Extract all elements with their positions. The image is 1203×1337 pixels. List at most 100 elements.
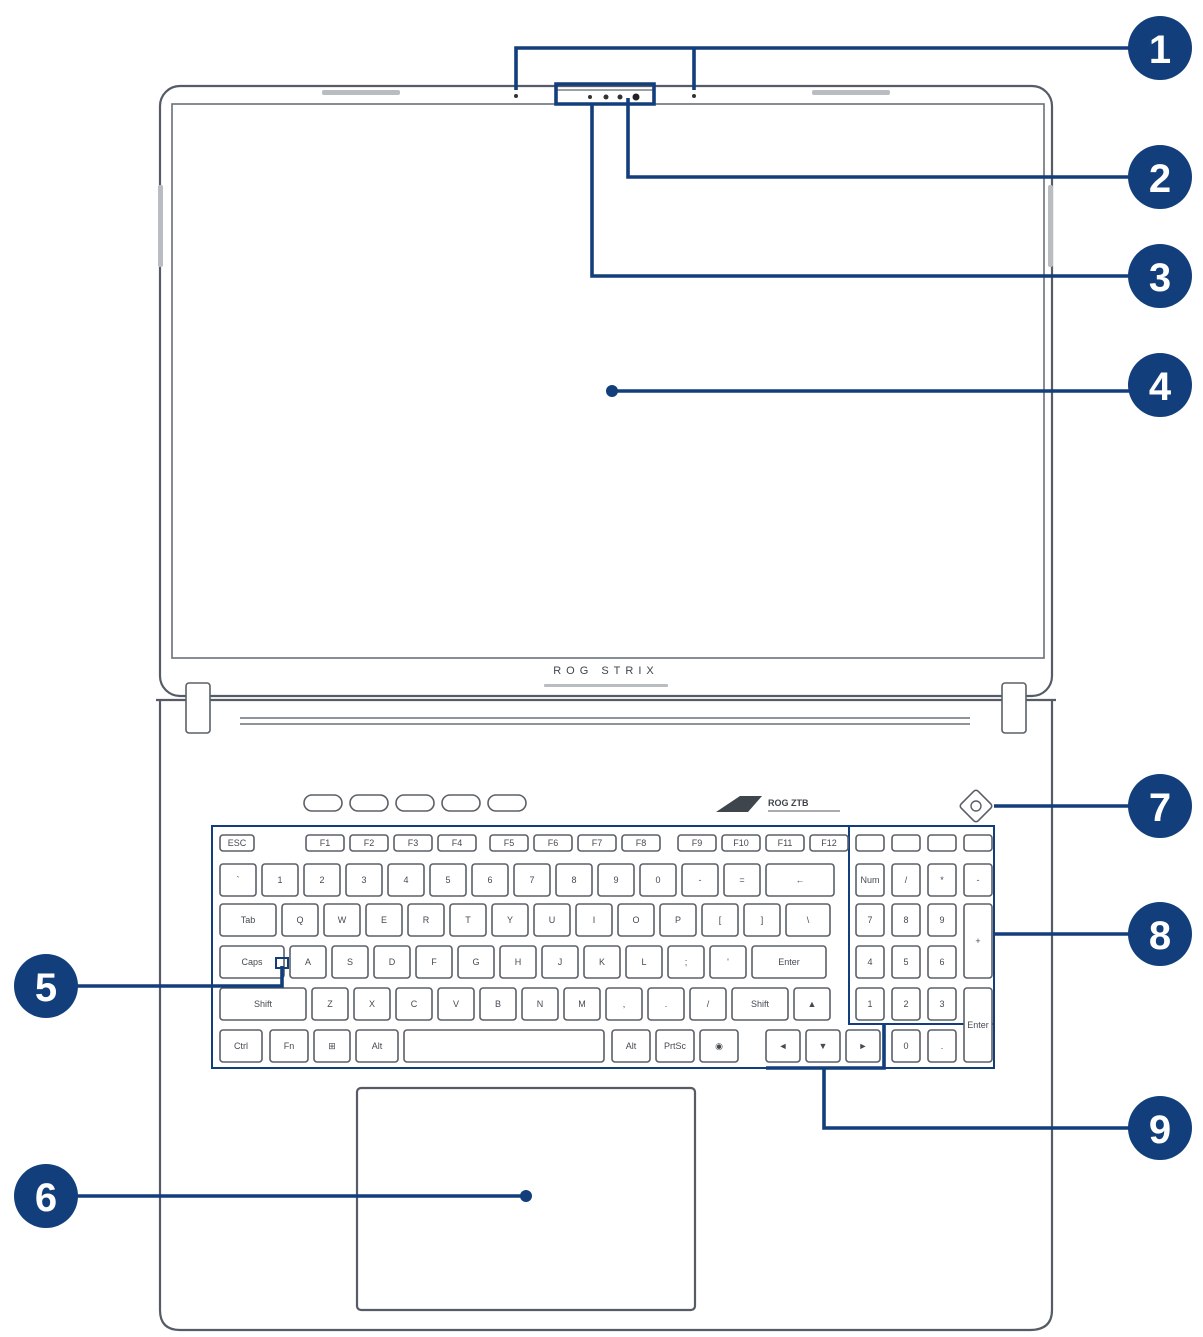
key-esc[interactable]: ESC — [220, 835, 254, 851]
key-p-q10[interactable]: P — [660, 904, 696, 936]
key-sym-0[interactable]: ` — [220, 864, 256, 896]
key-sym-12[interactable]: = — [724, 864, 760, 896]
numpad-key-10[interactable]: 6 — [928, 946, 956, 978]
key-l-h9[interactable]: L — [626, 946, 662, 978]
key-v-s4[interactable]: V — [438, 988, 474, 1020]
numpad-fn-key-1[interactable] — [892, 835, 920, 851]
numpad-key-2[interactable]: * — [928, 864, 956, 896]
key-f4[interactable]: F4 — [438, 835, 476, 851]
power-button[interactable] — [959, 789, 993, 823]
key-e-q3[interactable]: E — [366, 904, 402, 936]
key-sym-h10[interactable]: ; — [668, 946, 704, 978]
key-sym-q12[interactable]: ] — [744, 904, 780, 936]
numpad-key-enter[interactable]: Enter — [964, 988, 992, 1062]
key-f9[interactable]: F9 — [678, 835, 716, 851]
key-f6[interactable]: F6 — [534, 835, 572, 851]
key-y-q6[interactable]: Y — [492, 904, 528, 936]
key-1-1[interactable]: 1 — [262, 864, 298, 896]
key-m-s7[interactable]: M — [564, 988, 600, 1020]
key-f8[interactable]: F8 — [622, 835, 660, 851]
key-f11[interactable]: F11 — [766, 835, 804, 851]
key-f7[interactable]: F7 — [578, 835, 616, 851]
key-z-s1[interactable]: Z — [312, 988, 348, 1020]
key-alt-b3[interactable]: Alt — [356, 1030, 398, 1062]
key-c-s3[interactable]: C — [396, 988, 432, 1020]
key-h-h6[interactable]: H — [500, 946, 536, 978]
key-sym-s12[interactable]: ▲ — [794, 988, 830, 1020]
key-2-2[interactable]: 2 — [304, 864, 340, 896]
key-tab-q0[interactable]: Tab — [220, 904, 276, 936]
key-f5[interactable]: F5 — [490, 835, 528, 851]
key-sym-q11[interactable]: [ — [702, 904, 738, 936]
numpad-key-1[interactable]: / — [892, 864, 920, 896]
key-f2[interactable]: F2 — [350, 835, 388, 851]
key-7-7[interactable]: 7 — [514, 864, 550, 896]
key-sym-b9[interactable]: ▼ — [806, 1030, 840, 1062]
key-8-8[interactable]: 8 — [556, 864, 592, 896]
key-0-10[interactable]: 0 — [640, 864, 676, 896]
key-caps-h0[interactable]: Caps — [220, 946, 284, 978]
key-k-h8[interactable]: K — [584, 946, 620, 978]
numpad-key-3[interactable]: - — [964, 864, 992, 896]
key-w-q2[interactable]: W — [324, 904, 360, 936]
numpad-fn-key-0[interactable] — [856, 835, 884, 851]
numpad-key-dot[interactable]: . — [928, 1030, 956, 1062]
key-f10[interactable]: F10 — [722, 835, 760, 851]
numpad-key-11[interactable]: 1 — [856, 988, 884, 1020]
key-enter-h12[interactable]: Enter — [752, 946, 826, 978]
numpad-key-9[interactable]: 5 — [892, 946, 920, 978]
key-sym-q13[interactable]: \ — [786, 904, 830, 936]
numpad-key-12[interactable]: 2 — [892, 988, 920, 1020]
key-9-9[interactable]: 9 — [598, 864, 634, 896]
key-4-4[interactable]: 4 — [388, 864, 424, 896]
numpad-key-4[interactable]: 7 — [856, 904, 884, 936]
key-n-s6[interactable]: N — [522, 988, 558, 1020]
key-a-h1[interactable]: A — [290, 946, 326, 978]
key-shift-s0[interactable]: Shift — [220, 988, 306, 1020]
key-sym-11[interactable]: - — [682, 864, 718, 896]
key-sym-s9[interactable]: . — [648, 988, 684, 1020]
key-i-q8[interactable]: I — [576, 904, 612, 936]
numpad-key-13[interactable]: 3 — [928, 988, 956, 1020]
key-q-q1[interactable]: Q — [282, 904, 318, 936]
key-ctrl-b0[interactable]: Ctrl — [220, 1030, 262, 1062]
key-alt-b5[interactable]: Alt — [612, 1030, 650, 1062]
key-sym-s8[interactable]: , — [606, 988, 642, 1020]
key-f12[interactable]: F12 — [810, 835, 848, 851]
key-3-3[interactable]: 3 — [346, 864, 382, 896]
key-f3[interactable]: F3 — [394, 835, 432, 851]
key-u-q7[interactable]: U — [534, 904, 570, 936]
numpad-fn-key-3[interactable] — [964, 835, 992, 851]
key-sym-b10[interactable]: ► — [846, 1030, 880, 1062]
key-sym-b8[interactable]: ◄ — [766, 1030, 800, 1062]
key-sym-b2[interactable]: ⊞ — [314, 1030, 350, 1062]
numpad-key-0[interactable]: Num — [856, 864, 884, 896]
key-s-h2[interactable]: S — [332, 946, 368, 978]
numpad-fn-key-2[interactable] — [928, 835, 956, 851]
key-o-q9[interactable]: O — [618, 904, 654, 936]
key-prtsc-b6[interactable]: PrtSc — [656, 1030, 694, 1062]
key-fn-b1[interactable]: Fn — [270, 1030, 308, 1062]
numpad-key-plus[interactable]: + — [964, 904, 992, 978]
key-f1[interactable]: F1 — [306, 835, 344, 851]
numpad-key-5[interactable]: 8 — [892, 904, 920, 936]
numpad-key-8[interactable]: 4 — [856, 946, 884, 978]
key-sym-13[interactable]: ← — [766, 864, 834, 896]
numpad-key-6[interactable]: 9 — [928, 904, 956, 936]
key-g-h5[interactable]: G — [458, 946, 494, 978]
numpad-key-0[interactable]: 0 — [892, 1030, 920, 1062]
key-5-5[interactable]: 5 — [430, 864, 466, 896]
key-j-h7[interactable]: J — [542, 946, 578, 978]
key-sym-s10[interactable]: / — [690, 988, 726, 1020]
key-f-h4[interactable]: F — [416, 946, 452, 978]
key-d-h3[interactable]: D — [374, 946, 410, 978]
key-shift-s11[interactable]: Shift — [732, 988, 788, 1020]
key-t-q5[interactable]: T — [450, 904, 486, 936]
key-x-s2[interactable]: X — [354, 988, 390, 1020]
key-b-s5[interactable]: B — [480, 988, 516, 1020]
key-r-q4[interactable]: R — [408, 904, 444, 936]
key-space[interactable] — [404, 1030, 604, 1062]
key-6-6[interactable]: 6 — [472, 864, 508, 896]
key-sym-h11[interactable]: ' — [710, 946, 746, 978]
key-sym-b7[interactable]: ◉ — [700, 1030, 738, 1062]
